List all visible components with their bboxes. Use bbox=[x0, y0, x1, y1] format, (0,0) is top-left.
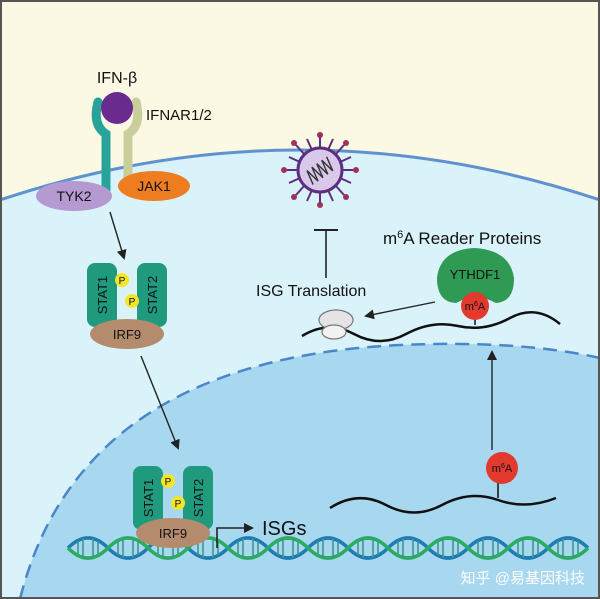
virus-spike-tip-nw bbox=[291, 140, 297, 146]
isgf3-complex-nucleus: STAT1 STAT2 P P IRF9 bbox=[133, 466, 213, 548]
nuclear-envelope bbox=[18, 342, 600, 599]
virus-particle bbox=[281, 132, 359, 208]
virus-spike-tip-e bbox=[353, 167, 359, 173]
m6a-mark-nuclear bbox=[486, 452, 518, 484]
ifnar-receptor bbox=[91, 92, 143, 195]
isgs-label: ISGs bbox=[262, 518, 306, 540]
ifnar-chain-2 bbox=[123, 97, 143, 195]
ifn-beta-label: IFN-β bbox=[97, 70, 137, 87]
phospho-label-2: P bbox=[129, 297, 136, 308]
m6a-label-nuclear: m6A bbox=[492, 463, 513, 475]
ribosome-small-subunit bbox=[321, 324, 347, 340]
stat1-protein-nuclear bbox=[133, 466, 163, 530]
virus-spike-tip-se bbox=[343, 194, 349, 200]
arrow-translation-enhancement bbox=[364, 301, 436, 320]
virus-spike-tip-w bbox=[281, 167, 287, 173]
dna-strand-2 bbox=[66, 536, 590, 560]
stat1-label: STAT1 bbox=[95, 276, 110, 315]
irf9-protein bbox=[90, 319, 164, 349]
virus-spike-tip-ne bbox=[343, 140, 349, 146]
isg-translation-label: ISG Translation bbox=[256, 283, 366, 300]
virus-spike-tips bbox=[317, 132, 323, 138]
m6a-label-cytoplasm: m6A bbox=[465, 301, 486, 313]
arrow-activation bbox=[109, 211, 127, 260]
ribosome bbox=[318, 309, 354, 340]
virus-spikes bbox=[286, 137, 354, 203]
ythdf1-label: YTHDF1 bbox=[450, 267, 501, 282]
ythdf1-protein bbox=[437, 248, 514, 303]
tyk2-kinase bbox=[36, 181, 112, 211]
irf9-label-nuclear: IRF9 bbox=[159, 526, 187, 541]
dna-base-pairs bbox=[77, 538, 579, 558]
phospho-site-1 bbox=[115, 273, 129, 287]
tyk2-label: TYK2 bbox=[56, 188, 91, 204]
nuclear-mrna bbox=[329, 494, 557, 514]
irf9-protein-nuclear bbox=[136, 518, 210, 548]
transcription-arrow bbox=[216, 523, 254, 548]
arrow-nuclear-import bbox=[140, 355, 180, 450]
reader-proteins-label: m6A Reader Proteins bbox=[383, 229, 541, 248]
stat1-label-nuclear: STAT1 bbox=[141, 479, 156, 518]
ifnar-label: IFNAR1/2 bbox=[146, 107, 212, 124]
watermark: 知乎 @易基因科技 bbox=[461, 570, 585, 587]
phospho-site-nuclear-2 bbox=[171, 496, 185, 510]
stat2-label: STAT2 bbox=[145, 276, 160, 315]
phospho-label-nuclear-1: P bbox=[165, 477, 172, 488]
stat1-protein bbox=[87, 263, 117, 327]
stat2-protein-nuclear bbox=[183, 466, 213, 530]
ifnar-chain-1 bbox=[91, 97, 111, 195]
ifn-beta-ball bbox=[101, 92, 133, 124]
virus-genome bbox=[306, 156, 334, 185]
stat2-protein bbox=[137, 263, 167, 327]
isgf3-complex-cytoplasm: STAT1 STAT2 P P IRF9 bbox=[87, 263, 167, 349]
virus-spike-tip-sw bbox=[291, 194, 297, 200]
phospho-site-nuclear-1 bbox=[161, 474, 175, 488]
virus-spike-tip-s bbox=[317, 202, 323, 208]
stat2-label-nuclear: STAT2 bbox=[191, 479, 206, 518]
jak1-label: JAK1 bbox=[137, 178, 171, 194]
phospho-label-nuclear-2: P bbox=[175, 499, 182, 510]
phospho-site-2 bbox=[125, 294, 139, 308]
irf9-label: IRF9 bbox=[113, 327, 141, 342]
jak1-kinase bbox=[118, 171, 190, 201]
phospho-label-1: P bbox=[119, 276, 126, 287]
cytoplasmic-mrna bbox=[301, 311, 561, 343]
m6a-mark-cytoplasm bbox=[461, 292, 489, 320]
